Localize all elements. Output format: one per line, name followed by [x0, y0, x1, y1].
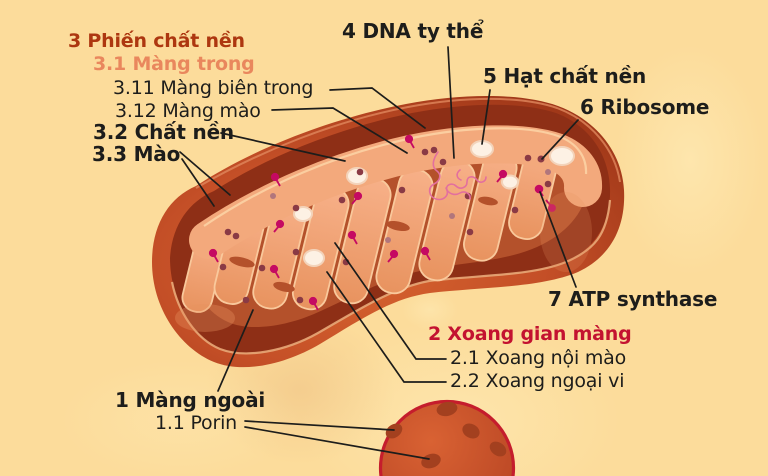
- leader-atp-synthase: [539, 191, 577, 288]
- label-intermembrane-space: 2 Xoang gian màng: [428, 323, 632, 345]
- atp-synthase-knobs: [208, 134, 556, 311]
- porin-pores: [385, 401, 507, 469]
- label-outer-membrane: 1 Màng ngoài: [115, 388, 266, 412]
- leader-granule: [481, 89, 491, 145]
- label-mitochondrial-dna: 4 DNA ty thể: [342, 19, 484, 43]
- label-crista: 3.3 Mào: [92, 142, 181, 166]
- label-matrix: 3.2 Chất nền: [93, 120, 234, 144]
- label-peripheral-space: 2.2 Xoang ngoại vi: [450, 370, 625, 392]
- leader-intracristal-space: [334, 242, 447, 360]
- leader-matrix: [220, 132, 346, 162]
- leader-porin-b: [244, 426, 430, 460]
- bowl-rim-edge: [170, 199, 612, 355]
- label-atp-synthase: 7 ATP synthase: [548, 287, 718, 311]
- leader-ribosome: [541, 119, 579, 160]
- label-cristal-membrane: 3.12 Màng mào: [115, 100, 261, 122]
- crista-side-slits: [229, 196, 498, 293]
- label-lamella: 3 Phiến chất nền: [68, 30, 245, 52]
- leader-cristal-membrane: [271, 107, 408, 154]
- leader-inner-boundary-membrane: [329, 87, 426, 129]
- dna-squiggle: [428, 151, 487, 201]
- label-porin: 1.1 Porin: [155, 412, 237, 434]
- porin-detail-circle: [378, 399, 516, 476]
- inner-boundary-membrane-edge: [203, 127, 588, 227]
- matrix-granules: [293, 140, 575, 267]
- leader-peripheral-space: [326, 271, 447, 383]
- leader-crista-a: [179, 151, 231, 196]
- leader-porin-a: [244, 420, 395, 431]
- label-inner-membrane: 3.1 Màng trong: [93, 53, 255, 75]
- label-ribosome: 6 Ribosome: [580, 95, 710, 119]
- leader-lines: [179, 46, 579, 460]
- label-matrix-granule: 5 Hạt chất nền: [483, 64, 646, 88]
- label-inner-boundary-membrane: 3.11 Màng biên trong: [113, 77, 314, 99]
- leader-dna: [447, 46, 455, 159]
- bowl-sheen: [175, 192, 592, 332]
- leader-crista-b: [181, 158, 215, 207]
- leader-outer-membrane: [217, 309, 254, 392]
- label-intracristal-space: 2.1 Xoang nội mào: [450, 347, 627, 369]
